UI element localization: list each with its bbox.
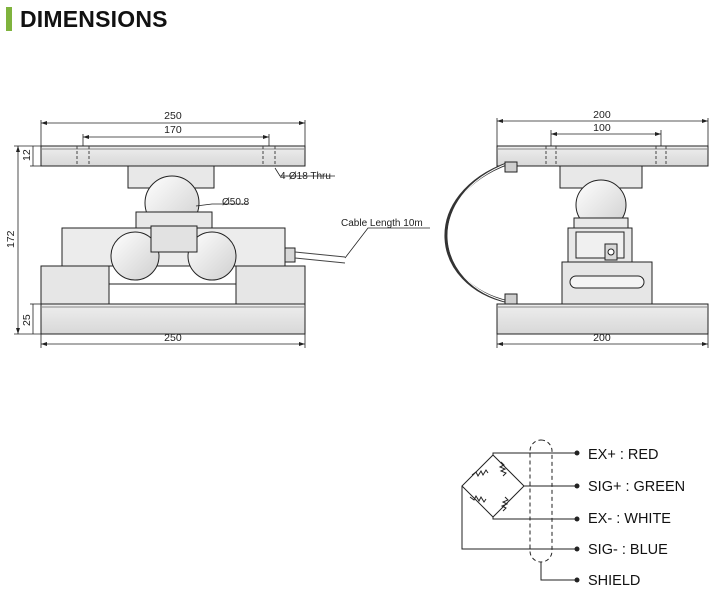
front-center-post bbox=[150, 225, 198, 253]
front-cable bbox=[294, 251, 346, 264]
wire-label-sig-plus: SIG+ : GREEN bbox=[588, 479, 685, 495]
front-top-width-label: 250 bbox=[164, 110, 182, 122]
side-dimension-arrows bbox=[497, 119, 708, 346]
front-plate-thickness-label: 12 bbox=[21, 149, 33, 161]
wire-shield bbox=[540, 562, 576, 581]
ball-diameter-callout: Ø50.8 bbox=[222, 197, 250, 208]
page-title: DIMENSIONS bbox=[20, 5, 168, 32]
wire-ex-plus bbox=[492, 452, 576, 455]
cable-length-callout: Cable Length 10m bbox=[341, 218, 423, 229]
front-overall-height-label: 172 bbox=[5, 230, 17, 248]
side-base-width-label: 200 bbox=[593, 332, 611, 344]
side-ground-strap bbox=[444, 161, 510, 304]
side-top-width-label: 200 bbox=[593, 109, 611, 121]
front-view bbox=[40, 145, 346, 335]
front-foot-left bbox=[40, 265, 110, 305]
side-top-holes bbox=[545, 146, 667, 166]
side-view bbox=[444, 145, 709, 335]
front-foot-right bbox=[235, 265, 306, 305]
wire-ex-minus bbox=[492, 517, 576, 520]
front-dimension-lines bbox=[14, 120, 430, 348]
wire-sig-minus bbox=[461, 486, 576, 550]
front-roller-right bbox=[187, 231, 237, 281]
wiring-diagram bbox=[461, 439, 576, 581]
wire-label-ex-plus: EX+ : RED bbox=[588, 447, 659, 463]
holes-callout: 4-Ø18 Thru bbox=[280, 171, 331, 182]
shield-outline bbox=[529, 439, 553, 563]
wire-label-sig-minus: SIG- : BLUE bbox=[588, 542, 668, 558]
bridge-diamond bbox=[461, 454, 525, 518]
side-strap-bolt-bottom bbox=[504, 293, 518, 305]
wire-label-shield: SHIELD bbox=[588, 573, 640, 589]
front-base-thickness-label: 25 bbox=[21, 314, 33, 326]
front-hole-spacing-label: 170 bbox=[164, 124, 182, 136]
wiring-terminals bbox=[574, 450, 580, 583]
front-roller-left bbox=[110, 231, 160, 281]
front-cable-gland bbox=[284, 247, 296, 263]
heading-accent-bar bbox=[6, 7, 12, 31]
front-base-plate bbox=[40, 303, 306, 335]
section-heading: DIMENSIONS bbox=[6, 5, 168, 33]
side-dimension-lines bbox=[496, 118, 709, 348]
side-strap-bolt-top bbox=[504, 161, 518, 173]
front-base-width-label: 250 bbox=[164, 332, 182, 344]
front-top-holes bbox=[76, 146, 276, 166]
wire-label-ex-minus: EX- : WHITE bbox=[588, 511, 671, 527]
side-hole-spacing-label: 100 bbox=[593, 122, 611, 134]
front-dimension-arrows bbox=[16, 121, 305, 346]
side-slot bbox=[569, 275, 645, 289]
side-base-plate bbox=[496, 303, 709, 335]
